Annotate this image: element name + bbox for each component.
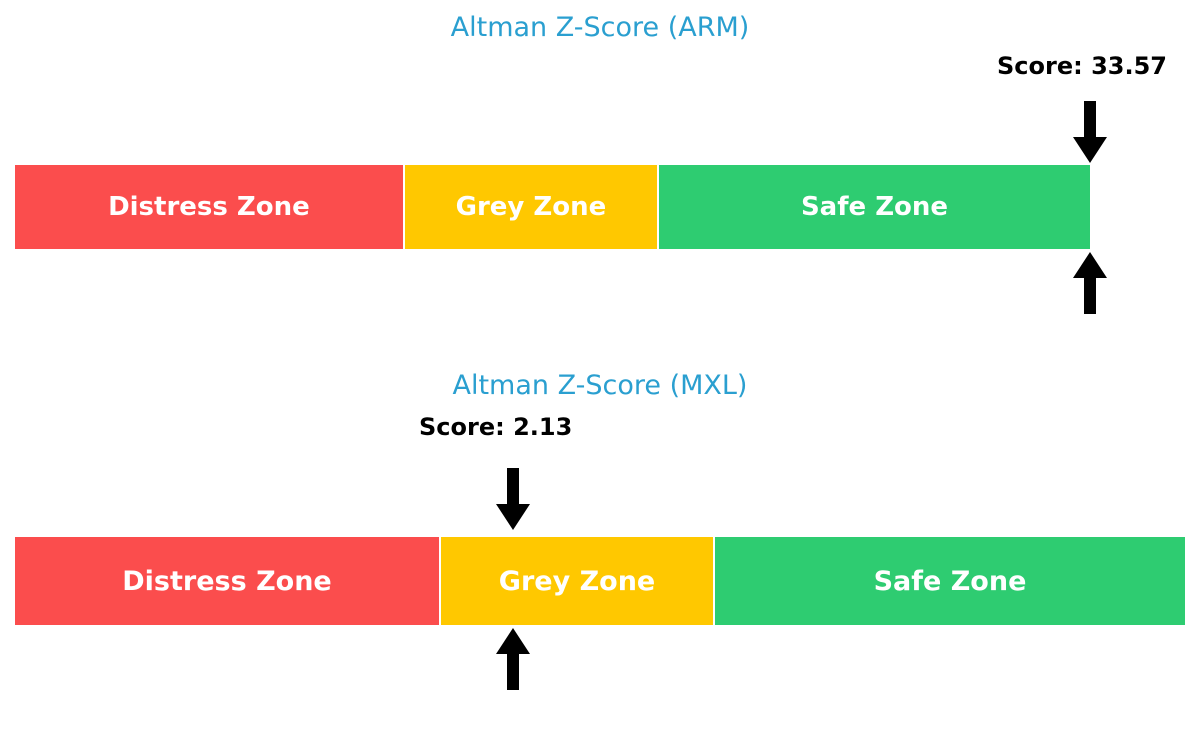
zone-label-distress: Distress Zone — [108, 192, 310, 222]
score-label-arm: Score: 33.57 — [997, 52, 1167, 80]
chart-title-arm: Altman Z-Score (ARM) — [450, 12, 750, 43]
zone-segment-distress[interactable]: Distress Zone — [14, 164, 404, 250]
zone-segment-safe[interactable]: Safe Zone — [658, 164, 1091, 250]
zone-label-grey: Grey Zone — [455, 192, 607, 222]
arrow-down-icon — [496, 468, 530, 530]
chart-panel-mxl: Altman Z-Score (MXL) Score: 2.13 Distres… — [0, 360, 1200, 743]
arrow-up-icon — [1073, 252, 1107, 314]
score-label-mxl: Score: 2.13 — [419, 413, 573, 441]
zone-bar-mxl: Distress Zone Grey Zone Safe Zone — [14, 536, 1186, 626]
zone-label-safe: Safe Zone — [800, 192, 949, 222]
zone-segment-safe[interactable]: Safe Zone — [714, 536, 1186, 626]
chart-title-mxl: Altman Z-Score (MXL) — [452, 370, 748, 401]
arrow-up-icon — [496, 628, 530, 690]
zone-label-distress: Distress Zone — [122, 565, 332, 597]
zone-segment-grey[interactable]: Grey Zone — [440, 536, 715, 626]
zone-label-safe: Safe Zone — [873, 565, 1027, 597]
chart-panel-arm: Altman Z-Score (ARM) Score: 33.57 Distre… — [0, 0, 1200, 360]
zone-segment-distress[interactable]: Distress Zone — [14, 536, 441, 626]
arrow-down-icon — [1073, 101, 1107, 163]
zone-bar-arm: Distress Zone Grey Zone Safe Zone — [14, 164, 1091, 250]
zone-segment-grey[interactable]: Grey Zone — [403, 164, 659, 250]
zone-label-grey: Grey Zone — [498, 565, 656, 597]
